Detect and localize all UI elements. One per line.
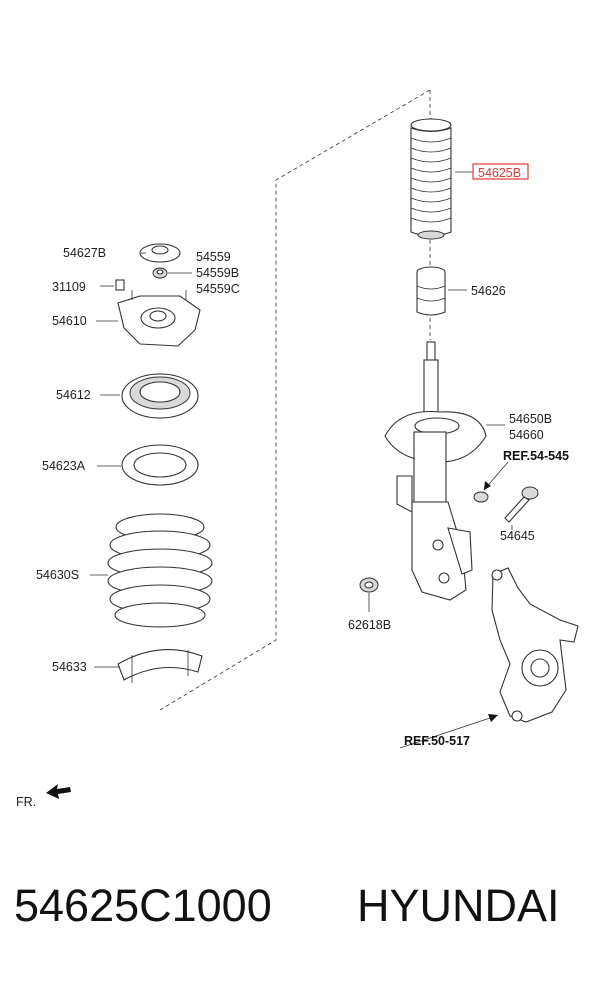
part-54645-bolt xyxy=(504,486,539,523)
part-62618b-nut xyxy=(359,577,379,593)
part-54623a-spring-seat xyxy=(121,444,199,486)
label-54610: 54610 xyxy=(52,314,87,328)
label-31109: 31109 xyxy=(52,280,86,294)
caption-part-number: 54625C1000 xyxy=(14,880,272,931)
part-54610-mount xyxy=(117,290,201,347)
label-54633: 54633 xyxy=(52,660,87,674)
part-54559-nut xyxy=(152,267,168,279)
part-54633-lower-pad xyxy=(117,649,203,683)
part-54627b-cap xyxy=(139,243,181,263)
part-54625b-dust-cover xyxy=(410,118,452,240)
part-54626-bump-stopper xyxy=(416,266,446,316)
exploded-group-frame xyxy=(159,89,431,711)
part-stabilizer-nut xyxy=(473,491,489,503)
highlight-box-54625b xyxy=(472,163,529,180)
part-31109-nut xyxy=(115,279,125,291)
label-54623a: 54623A xyxy=(42,459,86,473)
part-54630s-coil-spring xyxy=(107,513,213,628)
label-54645: 54645 xyxy=(500,529,535,543)
label-54650b: 54650B xyxy=(509,412,552,426)
label-54630s: 54630S xyxy=(36,568,79,582)
label-54559c: 54559C xyxy=(196,282,240,296)
caption-brand: HYUNDAI xyxy=(357,880,560,931)
label-62618b: 62618B xyxy=(348,618,391,632)
ref-50-517-arrowhead-icon xyxy=(488,714,498,722)
caption: 54625C1000 HYUNDAI xyxy=(0,880,600,940)
label-54612: 54612 xyxy=(56,388,91,402)
ref-50-517-arrow xyxy=(399,715,497,749)
ref-54-545-arrowhead-icon xyxy=(484,481,491,490)
label-54660: 54660 xyxy=(509,428,544,442)
label-ref-54-545: REF.54-545 xyxy=(503,449,569,463)
label-54559: 54559 xyxy=(196,250,231,264)
label-54559b: 54559B xyxy=(196,266,239,280)
label-ref-50-517: REF.50-517 xyxy=(404,734,470,748)
part-54650b-strut xyxy=(384,341,487,601)
label-54626: 54626 xyxy=(471,284,506,298)
label-fr: FR. xyxy=(16,795,36,809)
front-direction-arrow-icon xyxy=(46,784,71,799)
part-54612-bearing xyxy=(121,373,199,419)
label-54625b: 54625B xyxy=(478,166,521,180)
part-knuckle xyxy=(491,567,579,723)
label-54627b: 54627B xyxy=(63,246,106,260)
